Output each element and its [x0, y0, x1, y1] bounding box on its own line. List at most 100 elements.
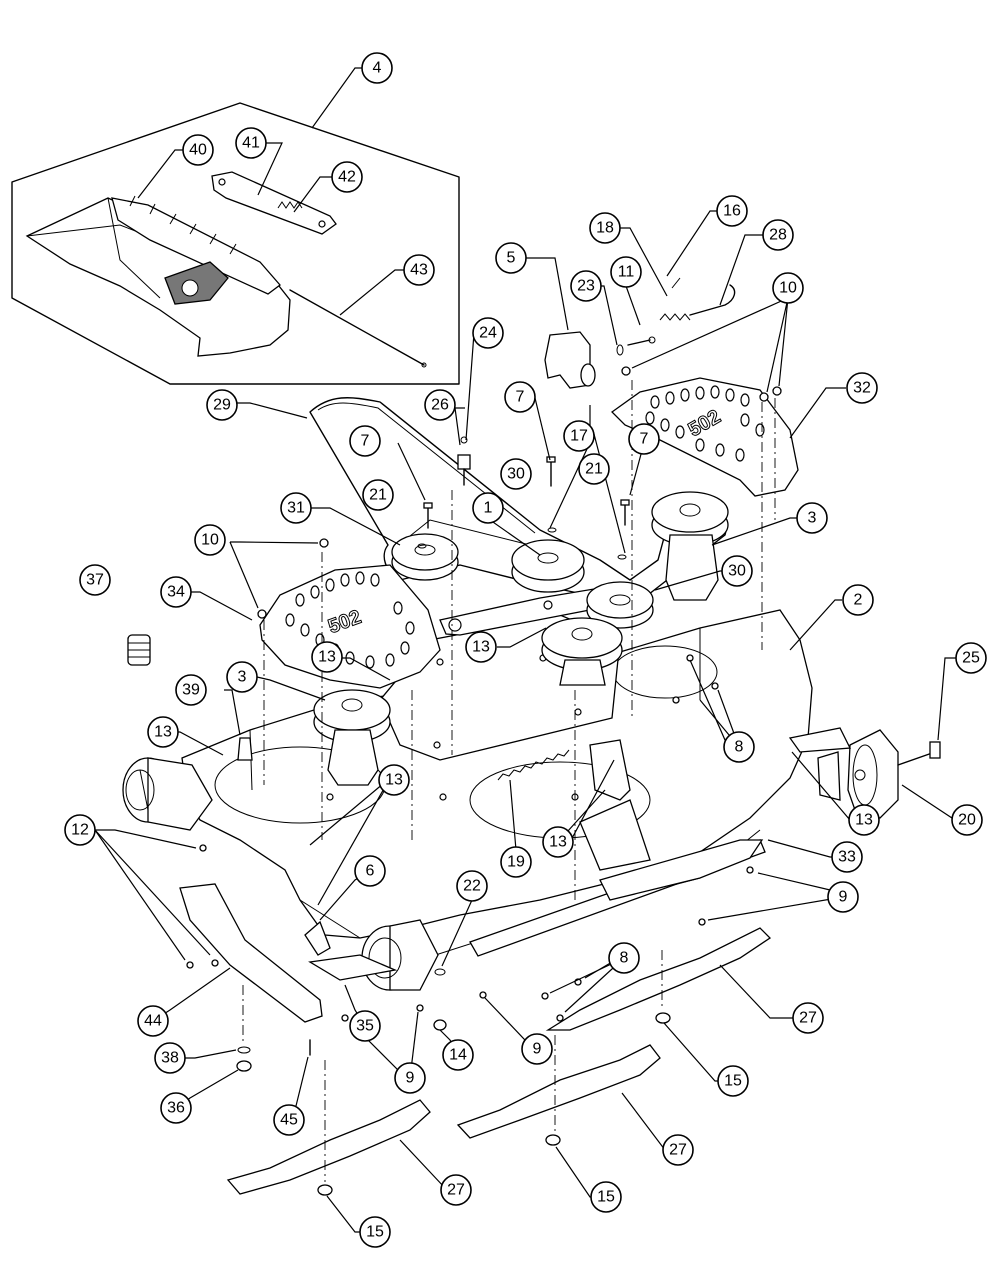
- svg-text:33: 33: [838, 849, 856, 866]
- svg-text:21: 21: [369, 487, 387, 504]
- hardware: [127, 277, 782, 1196]
- svg-text:22: 22: [463, 878, 481, 895]
- svg-text:29: 29: [213, 397, 231, 414]
- callout-7-right: 7: [628, 423, 660, 455]
- callout-38: 38: [154, 1042, 186, 1074]
- belt-shield-right: [610, 377, 799, 497]
- svg-text:38: 38: [161, 1050, 179, 1067]
- callout-37: 37: [79, 564, 111, 596]
- pulleys: [313, 491, 729, 786]
- callout-12: 12: [64, 814, 96, 846]
- callout-20: 20: [951, 804, 983, 836]
- callout-9-center: 9: [521, 1033, 553, 1065]
- svg-text:44: 44: [144, 1013, 162, 1030]
- svg-text:13: 13: [385, 772, 403, 789]
- blades: [226, 927, 772, 1195]
- svg-text:10: 10: [201, 532, 219, 549]
- callout-24: 24: [472, 317, 504, 349]
- callout-21-left: 21: [362, 479, 394, 511]
- svg-text:21: 21: [585, 461, 603, 478]
- callout-26: 26: [424, 389, 456, 421]
- callout-25: 25: [955, 642, 987, 674]
- callout-13-idler: 13: [465, 631, 497, 663]
- callout-10-left: 10: [194, 524, 226, 556]
- svg-text:13: 13: [472, 639, 490, 656]
- callout-13-bracket: 13: [542, 826, 574, 858]
- svg-text:32: 32: [853, 380, 871, 397]
- callout-13-shield: 13: [311, 641, 343, 673]
- svg-text:35: 35: [356, 1018, 374, 1035]
- svg-text:34: 34: [167, 584, 185, 601]
- callout-17: 17: [563, 420, 595, 452]
- svg-text:10: 10: [779, 280, 797, 297]
- chute-bracket: [211, 171, 337, 235]
- callout-30-center: 30: [500, 458, 532, 490]
- svg-text:12: 12: [71, 822, 89, 839]
- callout-34: 34: [160, 576, 192, 608]
- svg-text:18: 18: [596, 220, 614, 237]
- svg-text:13: 13: [318, 649, 336, 666]
- callout-13-center: 13: [378, 764, 410, 796]
- svg-text:9: 9: [839, 889, 848, 906]
- blade-left: [226, 1099, 431, 1195]
- callout-15-left: 15: [359, 1216, 391, 1248]
- callout-42: 42: [331, 161, 363, 193]
- callout-9-left: 9: [394, 1062, 426, 1094]
- callout-41: 41: [235, 127, 267, 159]
- callout-5: 5: [495, 242, 527, 274]
- callout-27-left: 27: [440, 1174, 472, 1206]
- svg-text:4: 4: [373, 60, 382, 77]
- tension-spring: [497, 749, 570, 781]
- callout-11: 11: [610, 256, 642, 288]
- chute-spring: [277, 201, 303, 209]
- belt-shield-left: [259, 564, 441, 689]
- callout-3-left: 3: [226, 661, 258, 693]
- callout-7-center: 7: [504, 381, 536, 413]
- callout-44: 44: [137, 1005, 169, 1037]
- svg-text:15: 15: [597, 1189, 615, 1206]
- svg-text:31: 31: [287, 500, 305, 517]
- callouts: 4 40 41 42 43 16 18 28 5 23 11 10 24 29 …: [64, 52, 987, 1248]
- svg-text:9: 9: [533, 1041, 542, 1058]
- callout-19: 19: [500, 846, 532, 878]
- mower-deck: [181, 609, 813, 961]
- svg-text:43: 43: [410, 262, 428, 279]
- svg-text:39: 39: [182, 682, 200, 699]
- callout-35: 35: [349, 1010, 381, 1042]
- svg-text:42: 42: [338, 169, 356, 186]
- svg-text:27: 27: [799, 1010, 817, 1027]
- callout-13-left: 13: [147, 716, 179, 748]
- svg-text:26: 26: [431, 397, 449, 414]
- svg-text:25: 25: [962, 650, 980, 667]
- callout-10-top: 10: [772, 272, 804, 304]
- svg-text:24: 24: [479, 325, 497, 342]
- callout-6: 6: [354, 855, 386, 887]
- svg-text:7: 7: [640, 431, 649, 448]
- svg-text:7: 7: [516, 389, 525, 406]
- callout-7-left: 7: [349, 425, 381, 457]
- side-skirt-33: [599, 839, 764, 901]
- svg-text:20: 20: [958, 812, 976, 829]
- svg-text:13: 13: [855, 812, 873, 829]
- callout-8-right: 8: [723, 731, 755, 763]
- callout-22: 22: [456, 870, 488, 902]
- callout-36: 36: [160, 1092, 192, 1124]
- svg-text:3: 3: [808, 510, 817, 527]
- callout-45: 45: [273, 1104, 305, 1136]
- callout-43: 43: [403, 254, 435, 286]
- svg-text:19: 19: [507, 854, 525, 871]
- svg-text:37: 37: [86, 572, 104, 589]
- blade-right: [545, 927, 772, 1031]
- svg-text:3: 3: [238, 669, 247, 686]
- svg-text:7: 7: [361, 433, 370, 450]
- svg-text:27: 27: [669, 1142, 687, 1159]
- callout-40: 40: [182, 134, 214, 166]
- callout-31: 31: [280, 492, 312, 524]
- callout-15-right: 15: [717, 1065, 749, 1097]
- callout-3-right: 3: [796, 502, 828, 534]
- callout-23: 23: [570, 270, 602, 302]
- callout-15-center: 15: [590, 1181, 622, 1213]
- svg-text:2: 2: [854, 592, 863, 609]
- svg-text:14: 14: [449, 1047, 467, 1064]
